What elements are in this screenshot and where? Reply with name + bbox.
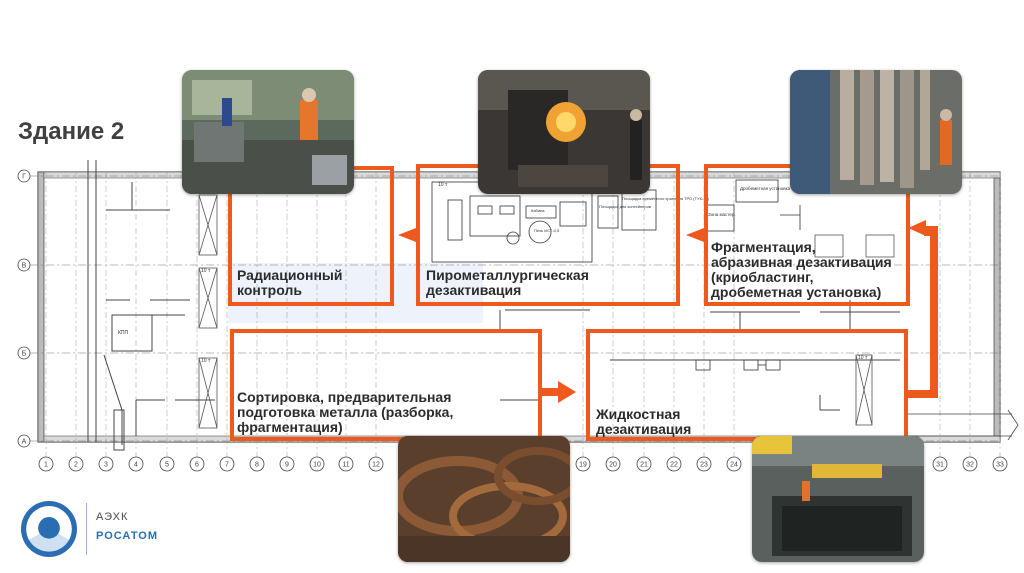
column-number: 1 xyxy=(44,462,48,469)
column-number: 2 xyxy=(74,462,78,469)
photo-sorting xyxy=(398,436,570,562)
column-number: 19 xyxy=(579,462,587,469)
flow-arrows xyxy=(398,220,938,403)
room-label: Площадка временного хранения ТРО (ТУК-44… xyxy=(622,196,710,201)
room-label: Печь ИСТ-0,5 xyxy=(534,228,560,233)
page-title: Здание 2 xyxy=(18,118,125,145)
room-label: 10 т xyxy=(201,268,211,274)
column-number: 5 xyxy=(165,462,169,469)
column-number: 7 xyxy=(225,462,229,469)
column-number: 33 xyxy=(996,462,1004,469)
room-label: 10 т xyxy=(438,182,448,188)
column-number: 20 xyxy=(609,462,617,469)
room-label: Дробеметная установка xyxy=(740,186,791,191)
photo-radiation-control xyxy=(182,70,354,194)
room-label: Площадка для контейнеров xyxy=(599,204,651,209)
zone-label-liquid: Жидкостная дезактивация xyxy=(596,406,692,437)
column-number: 23 xyxy=(700,462,708,469)
row-label: А xyxy=(22,439,27,446)
photo-pyrometallurgy xyxy=(478,70,650,194)
zone-label-fragmentation: Фрагментация, абразивная дезактивация (к… xyxy=(711,239,892,300)
column-number: 9 xyxy=(285,462,289,469)
zone-label-sorting: Сортировка, предварительная подготовка м… xyxy=(237,389,454,435)
logo-text-aehk: АЭХК xyxy=(96,511,129,523)
column-number: 8 xyxy=(255,462,259,469)
logo-text-rosatom: РОСАТОМ xyxy=(96,530,158,542)
zone-sorting xyxy=(230,329,542,441)
column-number: 4 xyxy=(134,462,138,469)
column-number: 22 xyxy=(670,462,678,469)
room-label: Кабина xyxy=(531,208,545,213)
column-number: 21 xyxy=(640,462,648,469)
column-number: 32 xyxy=(966,462,974,469)
row-label: Г xyxy=(22,174,26,181)
zone-label-radiation: Радиационный контроль xyxy=(237,267,343,298)
rosatom-logo-icon xyxy=(21,501,77,557)
room-label: Зона мастер. xyxy=(708,212,736,217)
photo-fragmentation xyxy=(790,70,962,194)
logo-divider xyxy=(86,503,87,555)
column-number: 12 xyxy=(372,462,380,469)
room-label: 10 т xyxy=(858,355,868,361)
room-label: 10 т xyxy=(201,358,211,364)
row-label: Б xyxy=(22,351,27,358)
column-number: 31 xyxy=(936,462,944,469)
room-label: КПП xyxy=(118,330,129,336)
zone-label-pyro: Пирометаллургическая дезактивация xyxy=(426,267,589,298)
photo-liquid xyxy=(752,436,924,562)
row-label: В xyxy=(22,263,27,270)
column-number: 10 xyxy=(313,462,321,469)
column-number: 3 xyxy=(104,462,108,469)
column-number: 24 xyxy=(730,462,738,469)
zone-liquid xyxy=(586,329,908,441)
column-number: 11 xyxy=(342,462,349,469)
column-number: 6 xyxy=(195,462,199,469)
